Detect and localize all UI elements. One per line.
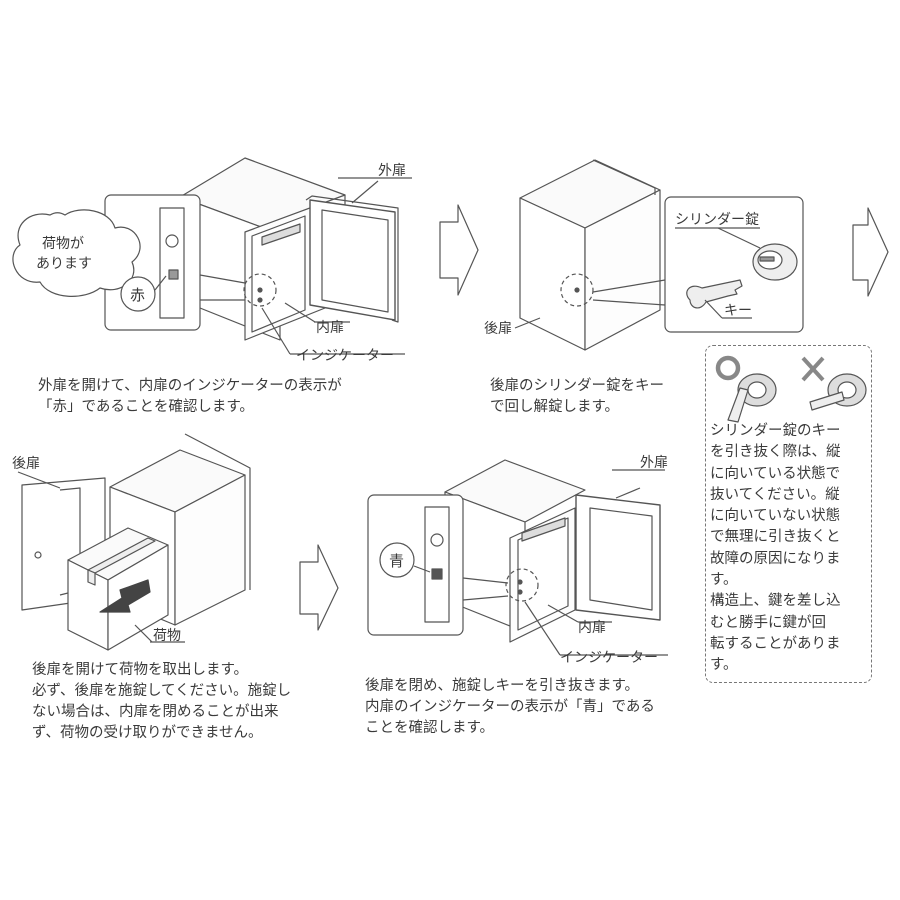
step4-outer-door-label: 外扉 [640,455,668,471]
step2-caption-line: で回し解錠します。 [490,399,620,415]
step2-zoom-panel [664,196,804,333]
note-line: す。 [710,657,738,674]
step4-indicator-label: インジケーター [560,650,658,666]
ng-cross-icon [801,356,825,382]
step1-outer-door-label: 外扉 [378,163,406,179]
step2-caption-line: 後扉のシリンダー錠をキー [490,378,664,394]
step-arrow-2 [852,207,889,297]
cylinder-lock-label: シリンダー錠 [675,212,759,228]
speech-bubble-line-2: あります [36,256,92,272]
step4-caption-line: ことを確認します。 [365,720,495,736]
caution-note-box [705,345,872,683]
step3-caption-line: ず、荷物の受け取りができません。 [32,725,263,741]
blue-label-circle [379,542,415,578]
note-line: す。 [710,572,738,589]
step1-inner-door-label: 内扉 [316,320,344,336]
step2-rear-door-label: 後扉 [484,321,512,337]
caution-note-text: シリンダー錠のキー を引き抜く際は、縦 に向いている状態で 抜いてください。縦 … [710,421,872,677]
indicator-red-square [168,269,179,280]
step1-caption-line: 外扉を開けて、内扉のインジケーターの表示が [38,378,342,394]
note-line: シリンダー錠のキー [710,423,841,439]
note-line: 抜いてください。縦 [710,486,840,503]
step4-caption: 後扉を閉め、施錠しキーを引き抜きます。 内扉のインジケーターの表示が「青」である… [365,676,655,739]
step4-caption-line: 内扉のインジケーターの表示が「青」である [365,699,655,715]
note-line: 転することがありま [710,635,841,652]
step-arrow-1 [439,204,479,296]
note-line: に向いている状態で [710,465,841,482]
step4-inner-door-label: 内扉 [578,620,606,636]
step3-caption-line: 必ず、後扉を施錠してください。施錠し [32,683,292,699]
step-arrow-3 [299,544,339,631]
indicator-blue-square [431,568,443,580]
package-label: 荷物 [153,628,181,644]
step4-caption-line: 後扉を閉め、施錠しキーを引き抜きます。 [365,678,640,694]
step2-mailbox [514,159,666,351]
step1-indicator-label: インジケーター [296,348,394,364]
take-out-arrow-icon [99,579,151,613]
step3-caption-line: ない場合は、内扉を閉めることが出来 [32,704,279,720]
indicator-blue-label: 青 [389,552,404,570]
key-label: キー [724,303,752,319]
step2-caption: 後扉のシリンダー錠をキー で回し解錠します。 [490,376,664,418]
step1-mailbox [179,157,399,341]
step4-mailbox [444,459,668,656]
note-line: むと勝手に鍵が回 [710,614,826,631]
step3-caption: 後扉を開けて荷物を取出します。 必ず、後扉を施錠してください。施錠し ない場合は… [32,660,291,744]
ok-circle-icon [715,355,741,381]
note-line: 構造上、鍵を差し込 [710,593,841,610]
step1-caption-line: 「赤」であることを確認します。 [38,399,254,415]
speech-bubble-line-1: 荷物が [42,236,84,252]
note-line: を引き抜く際は、縦 [710,444,841,461]
note-line: 故障の原因になりま [710,550,841,567]
ng-key-icon [809,373,867,411]
note-line: に向いていない状態 [710,508,841,525]
step1-caption: 外扉を開けて、内扉のインジケーターの表示が 「赤」であることを確認します。 [38,376,342,418]
step3-rear-door-label: 後扉 [12,456,40,472]
red-label-circle [120,276,156,312]
step4-zoom-panel [367,494,509,636]
key-icon [686,279,743,309]
ok-key-icon [727,373,777,423]
step3-mailbox [17,433,251,651]
step3-caption-line: 後扉を開けて荷物を取出します。 [32,662,249,678]
indicator-red-label: 赤 [130,286,145,304]
note-line: で無理に引き抜くと [710,529,841,546]
